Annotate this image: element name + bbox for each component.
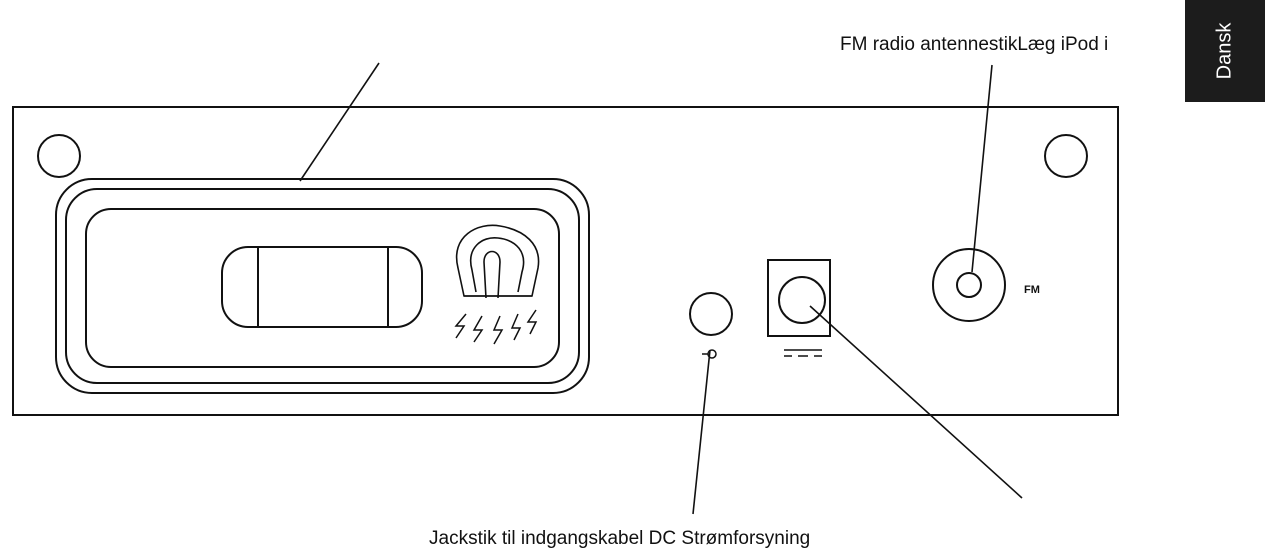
- leader-line-audio-input: [692, 349, 711, 515]
- audio-input-jack: [689, 292, 733, 336]
- rear-panel-outline: [12, 106, 1119, 416]
- ipod-dock: [55, 178, 590, 394]
- leader-line-ipod: [299, 62, 380, 182]
- dc-power-socket: [778, 276, 826, 324]
- fm-jack-label: FM: [1024, 284, 1040, 296]
- label-input-jack-dc-power: Jackstik til indgangskabel DC Strømforsy…: [429, 528, 811, 549]
- fm-antenna-jack-inner: [956, 272, 982, 298]
- lightning-bolts-icon: [454, 309, 538, 345]
- mounting-hole-right: [1044, 134, 1088, 178]
- language-tab-label: Dansk: [1213, 22, 1236, 80]
- dock-connector-slot: [221, 246, 423, 328]
- dc-symbol-icon: [784, 349, 822, 357]
- dc-socket-frame: [767, 259, 831, 337]
- fm-antenna-jack-outer: [932, 248, 1006, 322]
- audio-in-symbol-icon: [702, 349, 717, 359]
- language-tab: Dansk: [1185, 0, 1265, 102]
- mounting-hole-left: [37, 134, 81, 178]
- label-fm-antenna-ipod: FM radio antennestikLæg iPod i: [840, 34, 1109, 55]
- leader-line-fm-antenna: [971, 64, 993, 273]
- leader-line-dc-power: [809, 305, 1023, 499]
- charging-magnet-icon: [455, 224, 540, 299]
